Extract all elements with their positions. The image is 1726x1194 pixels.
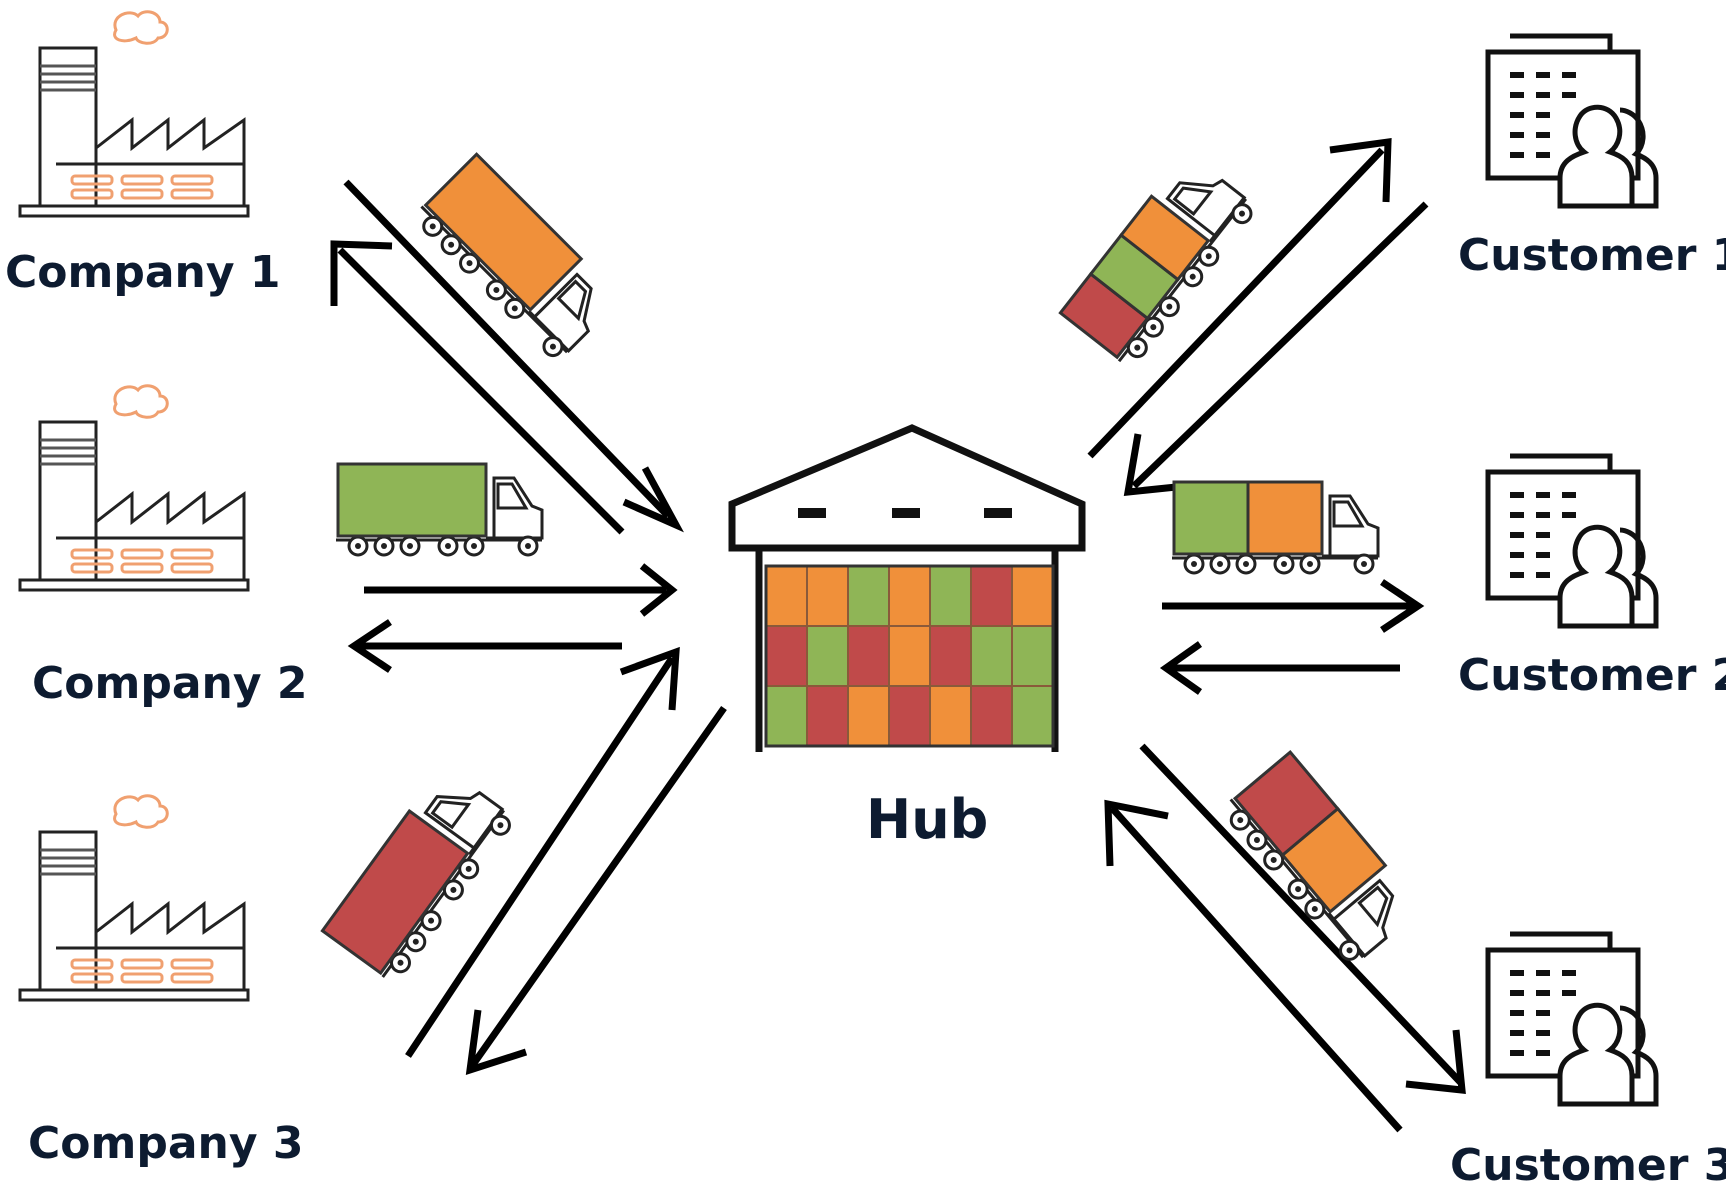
hub-container-green	[970, 625, 1013, 687]
hub-container-orange	[765, 565, 808, 627]
truck-customer-2-cargo-green	[1172, 480, 1250, 556]
truck-customer-3-icon	[1217, 749, 1413, 969]
hub-container-grid	[764, 564, 1055, 748]
hub-container-red	[929, 625, 972, 687]
truck-customer-3-cargo-orange	[1280, 806, 1388, 914]
customer-2-building-icon	[1488, 456, 1656, 626]
hub-warehouse-icon	[728, 424, 1086, 752]
hub-container-red	[806, 685, 849, 747]
hub-container-orange	[847, 685, 890, 747]
flow-arrows	[330, 137, 1466, 1133]
hub-container-green	[847, 565, 890, 627]
hub-container-orange	[1011, 565, 1054, 627]
customer-1-label: Customer 1	[1458, 230, 1726, 281]
hub-container-green	[1011, 685, 1054, 747]
customer-3-building-icon	[1488, 934, 1656, 1104]
company-1-label: Company 1	[5, 247, 281, 298]
company-2-factory-icon	[18, 384, 250, 592]
customer-1-building-icon	[1488, 36, 1656, 206]
hub-label: Hub	[866, 788, 988, 851]
hub-container-orange	[806, 565, 849, 627]
hub-container-green	[806, 625, 849, 687]
truck-company-3-cargo-red	[320, 808, 470, 976]
truck-company-1-icon	[409, 152, 613, 365]
hub-grid-frame	[764, 564, 1055, 748]
truck-company-1-cargo-orange	[423, 152, 584, 312]
company-2-label: Company 2	[32, 658, 308, 709]
hub-container-orange	[929, 685, 972, 747]
customer-3-label: Customer 3	[1450, 1140, 1726, 1191]
truck-customer-1-cargo-orange	[1119, 194, 1211, 282]
hub-container-red	[765, 625, 808, 687]
truck-customer-2-icon	[1170, 480, 1380, 575]
hub-container-red	[847, 625, 890, 687]
truck-company-2-cargo-green	[336, 462, 488, 538]
truck-company-2-icon	[334, 462, 544, 557]
truck-company-3-icon	[320, 772, 518, 988]
truck-customer-2-cargo-orange	[1246, 480, 1324, 556]
hub-container-green	[1011, 625, 1054, 687]
company-3-factory-icon	[18, 794, 250, 1002]
company-3-label: Company 3	[28, 1118, 304, 1169]
hub-container-green	[929, 565, 972, 627]
company-1-factory-icon	[18, 10, 250, 218]
customer-2-label: Customer 2	[1458, 650, 1726, 701]
hub-container-orange	[888, 625, 931, 687]
hub-container-green	[765, 685, 808, 747]
hub-container-red	[970, 565, 1013, 627]
hub-container-red	[970, 685, 1013, 747]
hub-container-orange	[888, 565, 931, 627]
hub-container-red	[888, 685, 931, 747]
truck-customer-1-icon	[1058, 159, 1260, 372]
